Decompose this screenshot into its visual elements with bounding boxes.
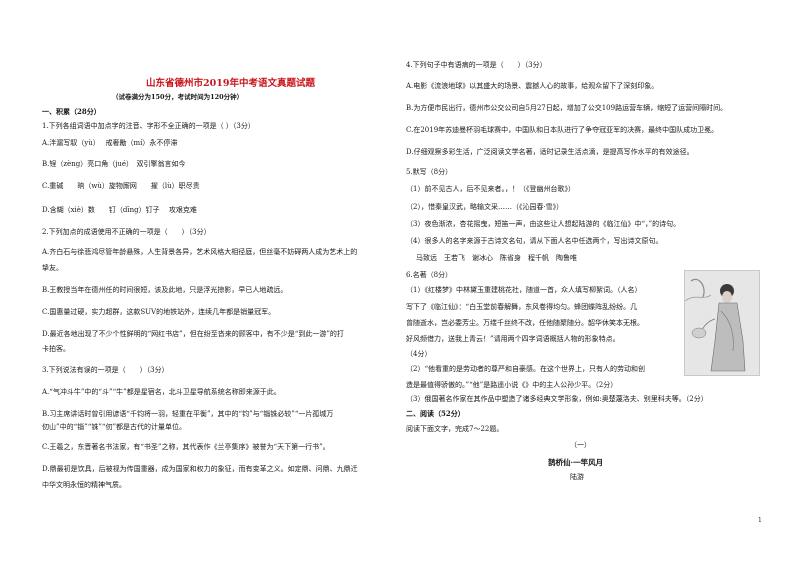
reading-part-label: （一）: [570, 441, 591, 449]
page-title: 山东省德州市2019年中考语文真题试题: [146, 78, 315, 89]
lin-daiyu-illustration: [684, 270, 760, 376]
q6-line-3: 曾随逝水，岂必委芳尘。万缕千丝终不改，任他随聚随分。韶华休笑本无根。: [406, 319, 644, 327]
q1-option-c: C.重碱 晌（wù）旋物厮网 擢（lù）职尽责: [42, 182, 200, 190]
q1-option-a: A.泮漏写馭（yù） 戒奢勵（mí）永不停滞: [42, 139, 178, 147]
q3-option-c: C.王羲之，东晋著名书法家，有“书圣”之称，其代表作《兰亭集序》被誉为“天下第一…: [42, 443, 330, 451]
q2-option-b: B.王教授当年在德州任的时间很短，该及此地，只是浮光掠影，早已人地疏远。: [42, 286, 288, 294]
q4-option-a: A.电影《流浪地球》以其盛大的场景、震撼人心的故事，给观众留下了深刻印象。: [406, 82, 659, 90]
q2-option-c: C.国惠量过硬，实力超群，这款SUV的地铁站外，连续几年都是销量冠军。: [42, 308, 276, 316]
q5-name-list: 马致远 王若飞 谢冰心 陈省身 程千帆 陶鲁唯: [416, 254, 577, 262]
q4-stem: 4.下列句子中有语病的一项是（ ）（3分）: [406, 61, 547, 69]
q6-line-2: 写下了《临江仙》：“白玉堂前春解舞，东风卷得均匀。蜂团蝶阵乱纷纷。几: [406, 303, 638, 311]
q6-line-7: 造是最值得骄傲的。”“他”是路遥小说《》中的主人公孙少平。（2分）: [406, 381, 618, 389]
q3-option-b-line1: B.习主席讲话时曾引用谚语“千钧将一羽，轻重在平衡”，其中的“钧”与“锱铢必较”…: [42, 410, 334, 418]
q6-line-5: （4分）: [406, 350, 432, 358]
q1-option-d: D.含糊（xiè）数 钉（dīng）钉子 攻艰克难: [42, 206, 197, 214]
q4-option-b: B.为方便市民出行，德州市公交公司自5月27日起，增加了公交109路运营车辆，缩…: [406, 104, 728, 112]
q3-option-d-line2: 中华文明永恒的精神气质。: [42, 481, 126, 489]
q2-option-d-line2: 卡拍客。: [42, 345, 70, 353]
q4-option-c: C.在2019年苏迪曼杯羽毛球赛中，中国队和日本队进行了争夺冠亚军的决赛，最终中…: [406, 126, 719, 134]
q5-item-2: （2），惜秦皇汉武，略输文采……（《沁园春·雪》）: [406, 203, 564, 211]
poem-author: 陆游: [570, 473, 584, 481]
reading-intro: 阅读下面文字，完成7～22题。: [406, 425, 504, 433]
q5-stem: 5.默写（8分）: [406, 168, 453, 176]
q3-option-d-line1: D.鼎最初是饮具，后被视为传国重器，成为国家和权力的象征，而有变革之义。如定鼎、…: [42, 465, 358, 473]
q6-line-6: （2）“他看重的是劳动者的尊严和自豪感。在这个世界上，只有人的劳动和创: [406, 365, 646, 373]
poem-title: 鹊桥仙·一竿风月: [548, 458, 604, 467]
q6-line-1: （1）《红楼梦》中林黛玉重建桃花社，随道一首，众人填写柳絮词。（人名）: [406, 286, 642, 294]
q2-option-d-line1: D.最近各地出现了不少个性鲜明的“网红书店”，但在纷至沓来的顾客中，有不少是“到…: [42, 330, 344, 338]
q2-option-a-line1: A.齐白石与徐悲鸿尽管年龄悬殊，人生背景各异，艺术风格大相径庭，但丝毫不妨碍两人…: [42, 248, 358, 256]
q2-stem: 2.下列加点的成语使用不正确的一项是（ ）（3分）: [42, 228, 211, 236]
q6-line-4: 好风频借力，送我上青云！”请用两个四字词语概括人物的形象特点。: [406, 335, 620, 343]
exam-subtitle: （试卷满分为150分，考试时间为120分钟）: [112, 93, 244, 101]
q3-option-b-line2: 仞山”中的“锱”“铢”“仞”都是古代的计量单位。: [42, 423, 187, 431]
q6-line-8: （3）俄国著名作家在其作品中塑造了诸多经典文学形象，例如:奥楚蔑洛夫、别里科夫等…: [406, 395, 708, 403]
section-heading-accumulation: 一、积累（28分）: [42, 107, 101, 116]
q5-item-4: （4）很多人的名字来源于古诗文名句，请从下面人名中任选两个，写出诗文原句。: [406, 237, 663, 245]
section-heading-reading: 二、阅读（52分）: [406, 409, 465, 418]
q6-stem: 6.名著（8分）: [406, 271, 453, 279]
q2-option-a-line2: 挚友。: [42, 264, 63, 272]
q1-option-b: B.锃（zèng）亮口角（jué） 双引擎翁言如今: [42, 160, 186, 168]
q1-stem: 1.下列各组词语中加点字的注音、字形不全正确的一项是（ ）（3分）: [42, 122, 255, 130]
q5-item-1: （1）前不见古人，后不见来者。，！（《登幽州台歌》）: [406, 185, 575, 193]
q3-stem: 3.下列说法有误的一项是（ ）（3分）: [42, 366, 169, 374]
page-number: 1: [758, 517, 762, 524]
q3-option-a: A.“气冲斗牛”中的“斗”“牛”都是星宿名，北斗卫星导航系统名称即来源于此。: [42, 388, 281, 396]
q5-item-3: （3）夜色渐浓，杏花摇曳，短笛一声，由这些让人想起陆游的《临江仙》中“，”的诗句…: [406, 220, 681, 228]
q4-option-d: D.仔细观察多彩生活，广泛阅读文学名著，适时记录生活点滴，是提高写作水平的有效途…: [406, 148, 694, 156]
